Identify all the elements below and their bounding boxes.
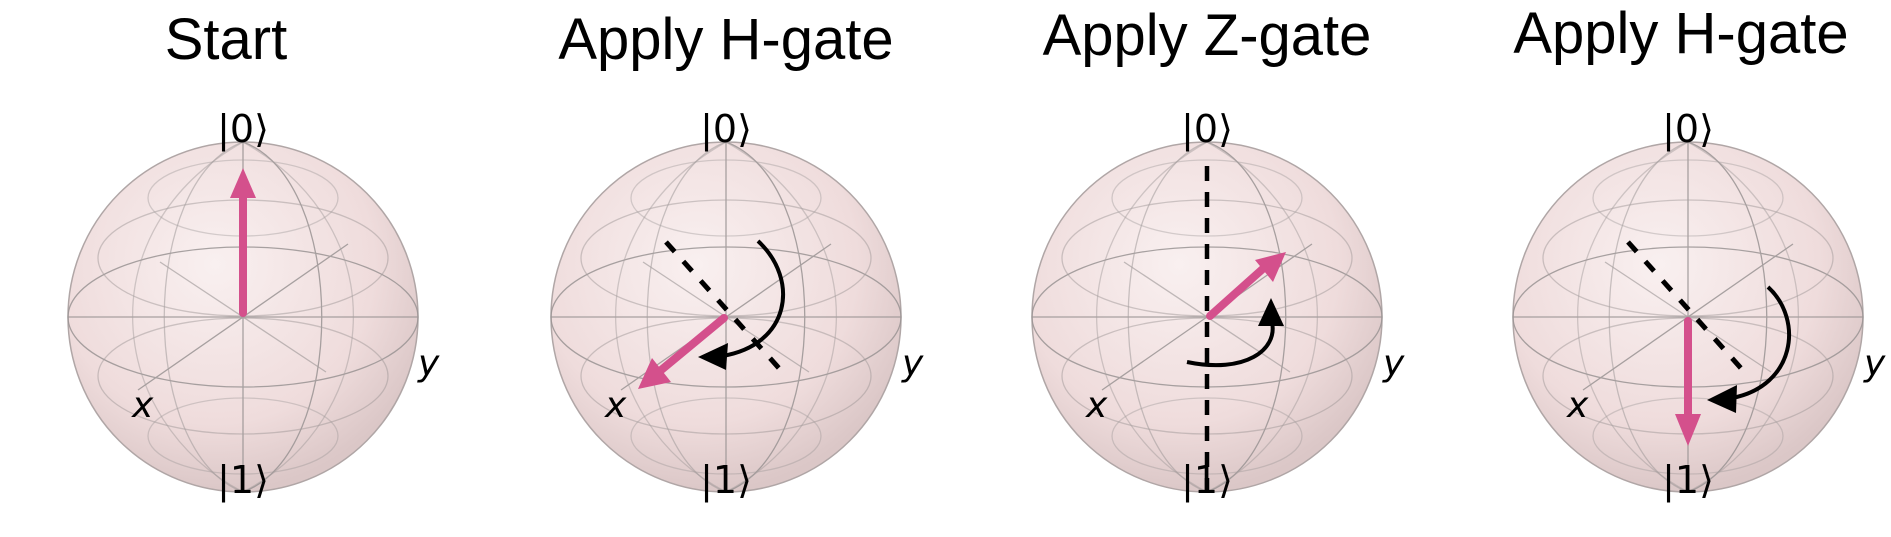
label-ket-1: |1⟩ — [700, 458, 752, 503]
panel-title-apply-h-gate-1: Apply H-gate — [558, 7, 894, 72]
label-axis-y: y — [1863, 343, 1886, 384]
rotation-arrow-head — [1707, 385, 1737, 413]
bloch-sphere-panel-1: |0⟩ |1⟩ x y — [67, 107, 440, 503]
label-ket-1: |1⟩ — [217, 458, 269, 503]
rotation-axis-dashed — [1626, 240, 1750, 378]
panel-title-apply-h-gate-2: Apply H-gate — [1513, 1, 1849, 66]
state-vector-head — [230, 168, 256, 198]
rotation-arrow-curve — [721, 239, 785, 358]
label-axis-x: x — [604, 385, 627, 426]
rotation-arrow-curve — [1731, 285, 1791, 400]
label-ket-0: |0⟩ — [217, 107, 269, 152]
label-ket-0: |0⟩ — [1662, 107, 1714, 152]
label-axis-x: x — [1085, 385, 1108, 426]
label-ket-1: |1⟩ — [1662, 458, 1714, 503]
bloch-sphere-panel-3: |0⟩ |1⟩ x y — [1031, 107, 1405, 503]
panel-title-apply-z-gate: Apply Z-gate — [1042, 3, 1372, 68]
rotation-arrow-head — [1258, 298, 1284, 326]
state-vector-shaft — [1206, 262, 1270, 320]
label-ket-0: |0⟩ — [700, 107, 752, 152]
label-axis-y: y — [417, 343, 440, 384]
bloch-sphere-panel-4: |0⟩ |1⟩ x y — [1512, 107, 1886, 503]
panel-title-start: Start — [164, 7, 288, 72]
state-vector-shaft — [656, 314, 728, 375]
rotation-arrow-curve — [1186, 321, 1275, 368]
label-axis-x: x — [131, 385, 154, 426]
state-vector-head — [1255, 252, 1286, 282]
rotation-axis-dashed — [664, 240, 788, 378]
rotation-arrow-head — [698, 343, 728, 370]
state-vector-head — [638, 358, 671, 389]
bloch-sphere-panel-2: |0⟩ |1⟩ x y — [550, 107, 924, 503]
state-vector-head — [1675, 414, 1701, 446]
label-axis-y: y — [901, 343, 924, 384]
label-axis-y: y — [1382, 343, 1405, 384]
label-ket-0: |0⟩ — [1181, 107, 1233, 152]
label-axis-x: x — [1566, 385, 1589, 426]
